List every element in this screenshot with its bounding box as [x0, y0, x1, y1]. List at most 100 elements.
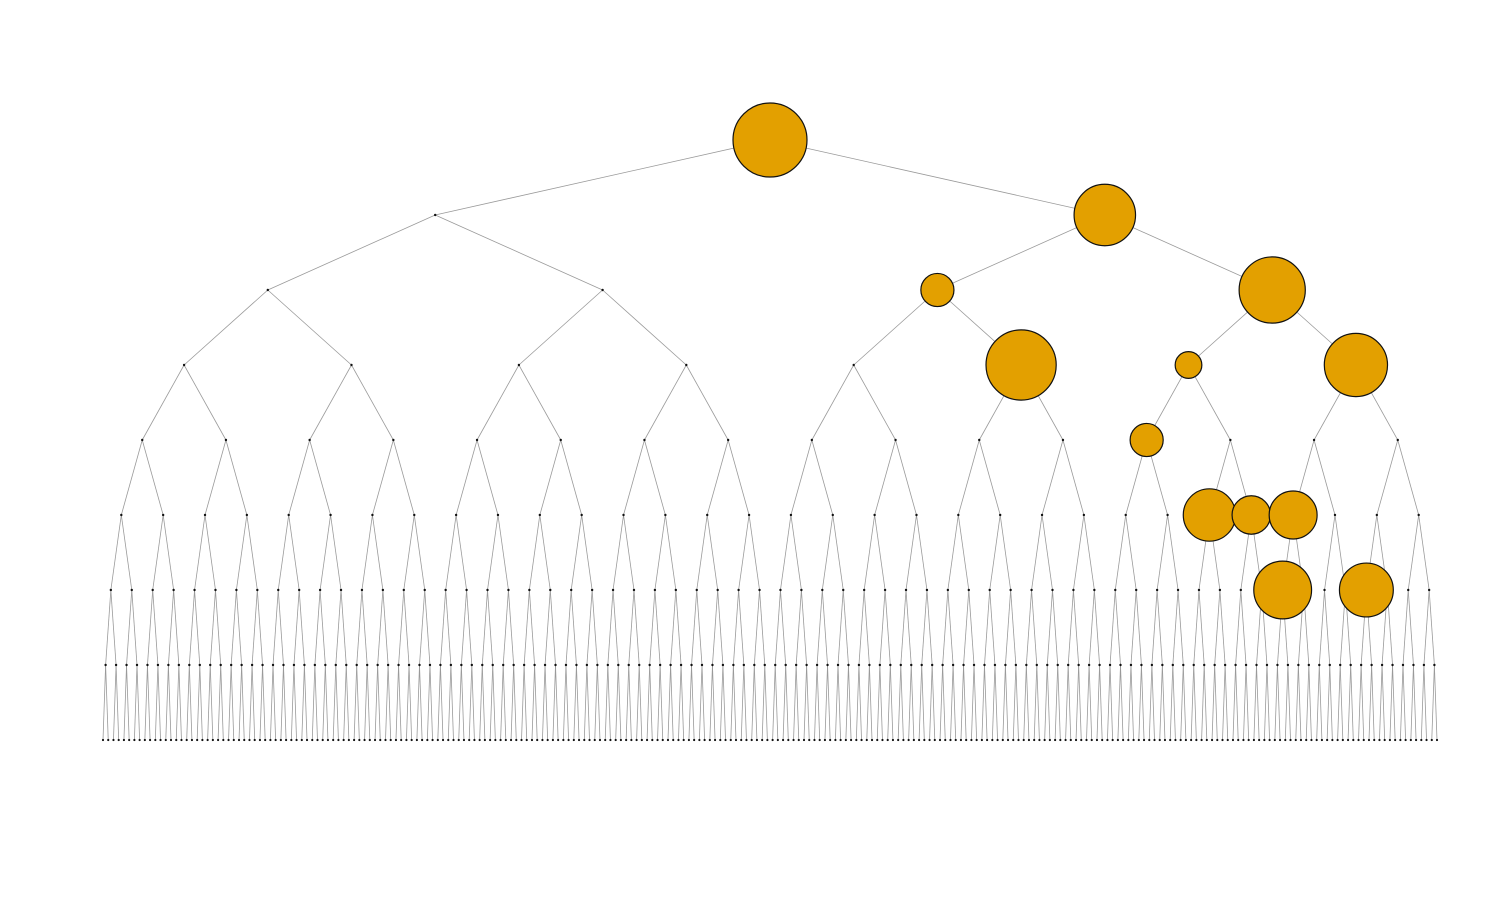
- tree-edge: [395, 664, 399, 741]
- tree-node: [938, 738, 942, 742]
- tree-edge: [225, 439, 248, 516]
- tree-edge: [591, 589, 598, 666]
- tree-edge: [1376, 439, 1399, 516]
- tree-edge: [311, 664, 316, 741]
- tree-edge: [241, 664, 245, 741]
- tree-node: [745, 738, 748, 742]
- tree-node: [928, 738, 931, 742]
- tree-node: [1127, 738, 1130, 742]
- tree-edge: [921, 589, 928, 666]
- tree-node: [1205, 738, 1208, 742]
- tree-node: [1359, 663, 1363, 667]
- tree-node: [486, 588, 489, 592]
- tree-edge: [719, 664, 724, 741]
- tree-edge: [497, 514, 509, 591]
- tree-node: [750, 738, 753, 742]
- tree-edge: [440, 664, 444, 741]
- tree-edge: [481, 589, 488, 666]
- tree-edge: [502, 664, 507, 741]
- tree-edge: [1005, 664, 1009, 741]
- tree-edge: [644, 439, 666, 516]
- tree-edge: [780, 589, 787, 666]
- tree-edge: [531, 664, 535, 741]
- tree-edge: [685, 364, 729, 441]
- tree-node: [502, 663, 505, 667]
- tree-edge: [837, 664, 842, 741]
- tree-edge: [1326, 664, 1331, 741]
- tree-node: [444, 588, 447, 592]
- tree-edge: [382, 589, 389, 666]
- tree-node: [933, 738, 936, 742]
- tree-node: [156, 663, 160, 667]
- tree-edge: [330, 514, 342, 591]
- tree-node: [316, 738, 319, 742]
- tree-edge: [1127, 664, 1132, 741]
- tree-node: [180, 738, 183, 742]
- tree-node: [818, 738, 821, 742]
- tree-node: [1108, 663, 1112, 667]
- tree-edge: [795, 589, 802, 666]
- tree-edge: [1235, 664, 1239, 741]
- tree-node: [625, 738, 628, 742]
- tree-node: [1119, 663, 1122, 667]
- tree-node: [805, 663, 808, 667]
- tree-edge: [152, 589, 159, 666]
- tree-edge: [364, 664, 368, 741]
- tree-edge: [1041, 514, 1053, 591]
- tree-edge: [1096, 664, 1100, 741]
- tree-edge: [565, 589, 572, 666]
- tree-edge: [947, 514, 959, 591]
- tree-node: [959, 738, 963, 742]
- tree-edge: [889, 664, 894, 741]
- tree-node: [1025, 663, 1028, 667]
- tree-edge: [1182, 664, 1187, 741]
- tree-edge: [372, 514, 384, 591]
- tree-edge: [984, 664, 988, 741]
- tree-edge: [476, 364, 520, 441]
- highlighted-node: [1268, 490, 1318, 540]
- tree-edge: [288, 514, 300, 591]
- tree-edge: [1151, 589, 1158, 666]
- tree-node: [282, 663, 285, 667]
- tree-node: [287, 513, 290, 517]
- tree-edge: [939, 664, 944, 741]
- tree-node: [329, 513, 332, 517]
- tree-node: [109, 588, 113, 592]
- tree-edge: [1337, 664, 1341, 741]
- tree-node: [1417, 513, 1420, 517]
- tree-node: [1407, 588, 1410, 592]
- tree-edge: [1203, 664, 1208, 741]
- tree-edge: [126, 589, 133, 666]
- tree-node: [1179, 738, 1182, 742]
- tree-node: [436, 738, 439, 742]
- tree-edge: [607, 664, 611, 741]
- tree-edge: [1151, 664, 1155, 741]
- tree-node: [604, 738, 607, 742]
- tree-node: [551, 738, 554, 742]
- tree-edge: [403, 589, 410, 666]
- tree-node: [716, 588, 719, 592]
- tree-node: [656, 738, 659, 742]
- tree-edge: [764, 664, 768, 741]
- tree-node: [1383, 738, 1386, 742]
- tree-node: [232, 738, 235, 742]
- tree-node: [1373, 738, 1376, 742]
- tree-edge: [1193, 589, 1200, 666]
- tree-node: [857, 663, 861, 667]
- tree-edge: [740, 664, 745, 741]
- tree-edge: [573, 664, 577, 741]
- tree-node: [520, 738, 523, 742]
- tree-node: [201, 738, 204, 742]
- tree-edge: [1360, 664, 1365, 741]
- tree-edge: [272, 589, 279, 666]
- tree-node: [138, 738, 141, 742]
- tree-edge: [570, 514, 583, 591]
- tree-node: [164, 738, 167, 742]
- tree-node: [256, 588, 259, 592]
- tree-node: [141, 438, 144, 442]
- tree-node: [546, 738, 549, 742]
- tree-node: [632, 588, 636, 592]
- highlighted-node: [1338, 562, 1394, 618]
- tree-edge: [633, 589, 640, 666]
- tree-node: [907, 738, 910, 742]
